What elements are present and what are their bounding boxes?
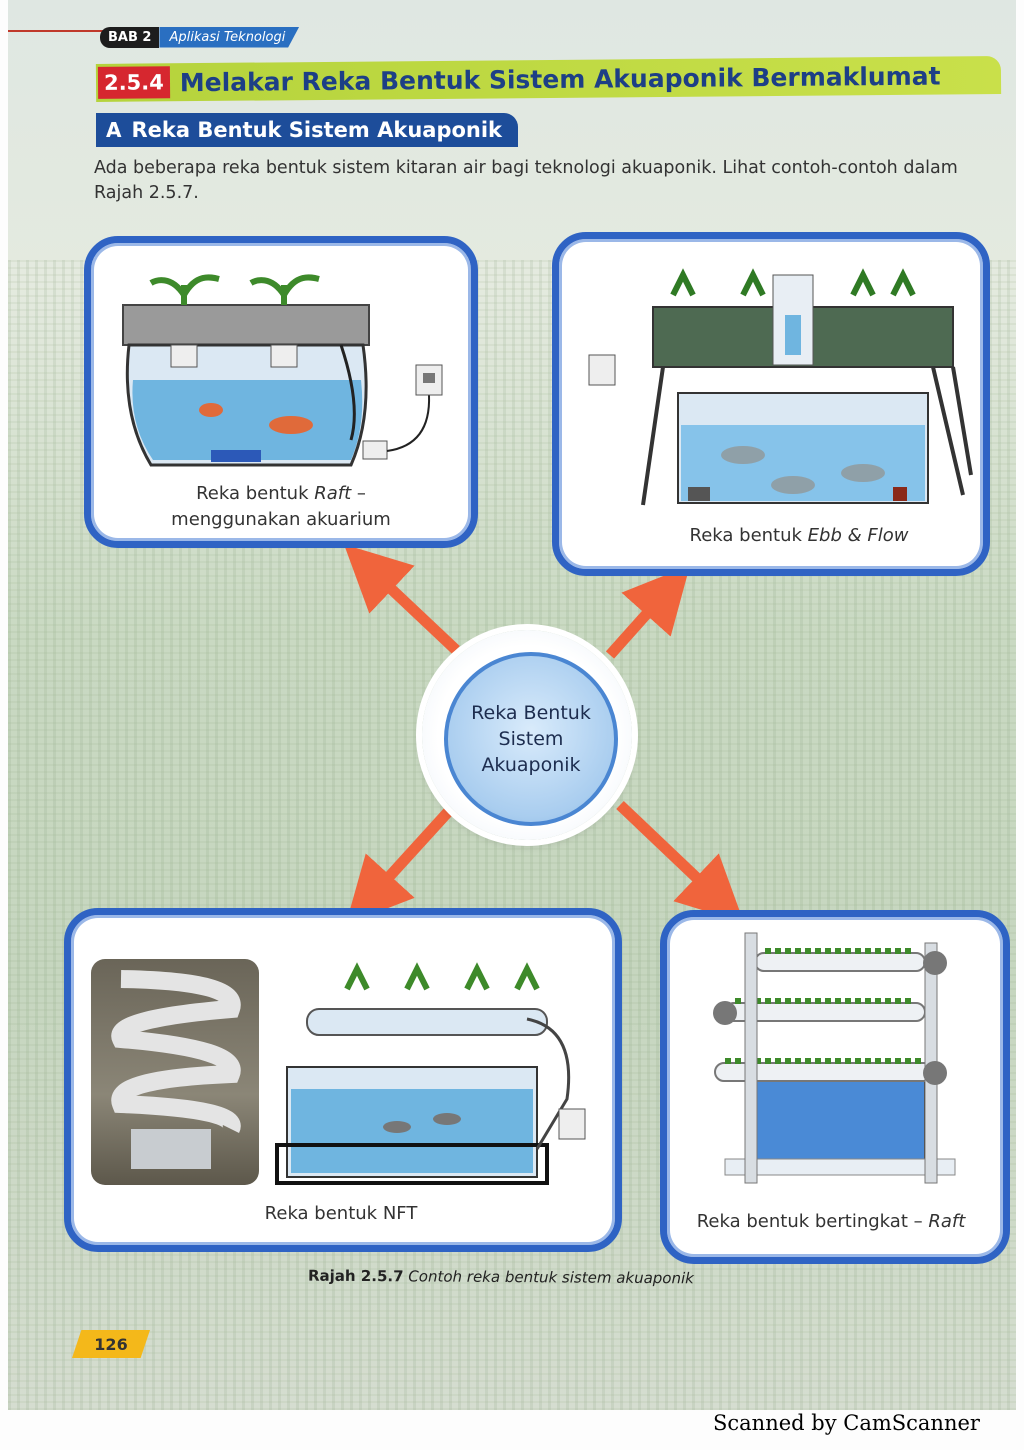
- nft-illustration: [275, 962, 586, 1185]
- nft-tower-photo-illustration: [111, 970, 241, 1169]
- header-rule: [8, 30, 108, 32]
- figure-caption: Rajah 2.5.7 Contoh reka bentuk sistem ak…: [308, 1267, 694, 1288]
- raft-caption: Reka bentuk Raft – menggunakan akuarium: [171, 483, 391, 530]
- card-raft-aquarium: Reka bentuk Raft – menggunakan akuarium: [84, 236, 478, 548]
- intro-paragraph: Ada beberapa reka bentuk sistem kitaran …: [94, 158, 958, 203]
- subsection-letter: A: [96, 118, 132, 142]
- center-label: Reka Bentuk Sistem Akuaponik: [471, 702, 591, 776]
- textbook-page: BAB 2 Aplikasi Teknologi 2.5.4 Melakar R…: [8, 0, 1016, 1410]
- card-tiered-raft: Reka bentuk bertingkat – Raft: [660, 910, 1010, 1264]
- center-node-inner: Reka Bentuk Sistem Akuaponik: [444, 652, 618, 826]
- chapter-title: Aplikasi Teknologi: [159, 26, 300, 48]
- scanner-watermark: Scanned by CamScanner: [713, 1411, 980, 1435]
- nft-photo: [91, 959, 259, 1185]
- arrow-to-raft: [343, 544, 460, 655]
- figure-number: Rajah 2.5.7: [307, 1266, 404, 1286]
- tiered-raft-caption: Reka bentuk bertingkat – Raft: [696, 1211, 966, 1232]
- arrow-to-ebb-flow: [605, 565, 690, 659]
- subsection-title: Reka Bentuk Sistem Akuaponik: [131, 118, 503, 142]
- chapter-tab: BAB 2 Aplikasi Teknologi: [100, 26, 300, 48]
- figure-text: Contoh reka bentuk sistem akuaponik: [408, 1267, 694, 1288]
- nft-caption: Reka bentuk NFT: [264, 1203, 418, 1224]
- center-node: Reka Bentuk Sistem Akuaponik: [422, 630, 632, 840]
- diagram-arrows: [343, 544, 744, 925]
- page-number: 126: [72, 1330, 150, 1358]
- raft-aquarium-illustration: [122, 274, 443, 467]
- ebb-flow-illustration: [588, 268, 973, 506]
- chapter-number: BAB 2: [100, 26, 160, 48]
- tiered-raft-illustration: [713, 932, 956, 1184]
- subsection-heading: A Reka Bentuk Sistem Akuaponik: [96, 113, 519, 147]
- arrow-to-tiered: [616, 801, 744, 923]
- card-nft: Reka bentuk NFT: [64, 908, 622, 1252]
- arrow-to-nft: [345, 808, 453, 925]
- card-ebb-flow: Reka bentuk Ebb & Flow: [552, 232, 990, 576]
- ebb-flow-caption: Reka bentuk Ebb & Flow: [689, 525, 909, 546]
